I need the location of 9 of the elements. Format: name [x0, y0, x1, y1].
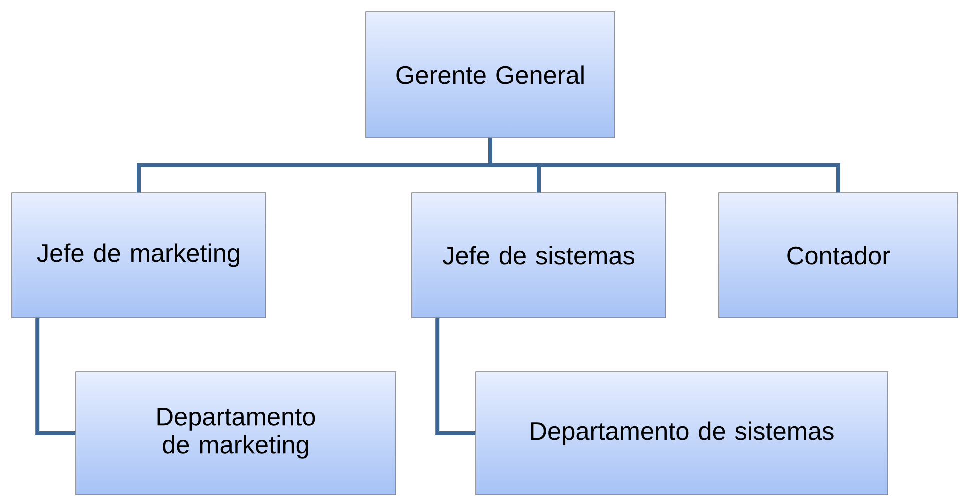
- connector-line: [36, 318, 76, 436]
- org-box: Departamento de marketing: [76, 372, 396, 496]
- org-box: Contador: [718, 192, 958, 318]
- org-box: Jefe de sistemas: [412, 192, 666, 318]
- connector-line: [488, 138, 840, 193]
- org-box: Gerente General: [366, 12, 616, 138]
- connector-line: [436, 318, 476, 436]
- org-box: Jefe de marketing: [12, 192, 266, 318]
- org-box: Departamento de sistemas: [476, 372, 888, 496]
